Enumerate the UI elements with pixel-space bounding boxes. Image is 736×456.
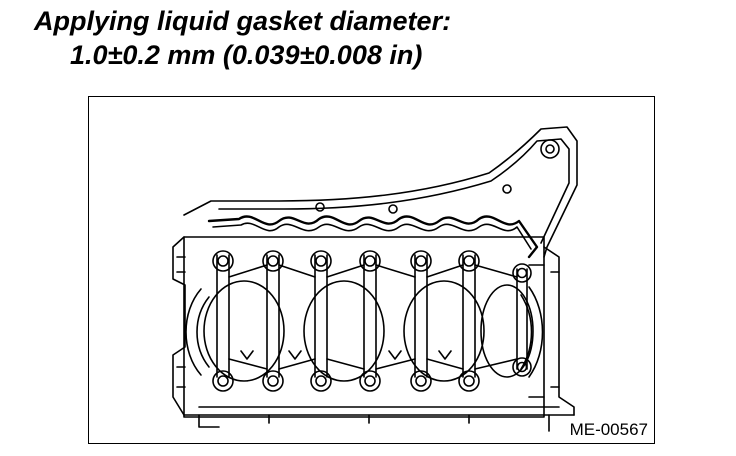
block-upper-housing-inner <box>218 138 570 244</box>
gasket-bead-inner <box>212 222 532 250</box>
right-arc <box>528 286 544 378</box>
cap-rib-5 <box>414 254 428 378</box>
bottom-skirt <box>198 414 550 432</box>
left-housing-detail <box>176 256 186 388</box>
web-lines-top <box>228 264 518 278</box>
web-lines-bottom <box>228 358 518 370</box>
block-body <box>183 236 545 418</box>
cap-rib-4 <box>363 254 377 378</box>
block-upper-housing <box>183 126 578 258</box>
cap-rib-1 <box>216 254 230 378</box>
left-arc <box>185 288 202 376</box>
gasket-bead <box>207 215 539 259</box>
cylinder-bore-3 <box>403 280 485 382</box>
right-arc-inner <box>520 294 533 370</box>
upper-boss-hole <box>545 144 555 154</box>
cap-rib-6 <box>462 254 476 378</box>
instruction-heading: Applying liquid gasket diameter: 1.0±0.2… <box>34 4 451 72</box>
lower-bolt-row <box>212 357 532 392</box>
figure-code-label: ME-00567 <box>567 420 650 440</box>
cylinder-bore-2 <box>303 280 385 382</box>
right-housing-detail <box>528 264 560 398</box>
figure-frame: ME-00567 <box>88 96 655 444</box>
left-housing <box>172 236 186 416</box>
cap-rib-7 <box>516 268 528 370</box>
cylinder-bore-1 <box>203 280 285 382</box>
upper-bolt-row <box>212 250 532 283</box>
cylinder-block-illustration <box>172 126 578 432</box>
left-arc-inner <box>196 296 210 368</box>
cap-rib-3 <box>314 254 328 378</box>
heading-title: Applying liquid gasket diameter: <box>34 6 452 36</box>
cylinder-bore-4 <box>480 284 534 378</box>
right-housing <box>543 246 575 416</box>
upper-boss-ring <box>540 139 560 159</box>
gasket-diameter-spec: 1.0±0.2 mm (0.039±0.008 in) <box>70 40 423 70</box>
top-bolt-hole-1 <box>315 202 325 212</box>
cap-marks <box>240 350 452 360</box>
cap-rib-2 <box>266 254 280 378</box>
top-bolt-hole-2 <box>388 204 398 214</box>
top-bolt-hole-3 <box>502 184 512 194</box>
